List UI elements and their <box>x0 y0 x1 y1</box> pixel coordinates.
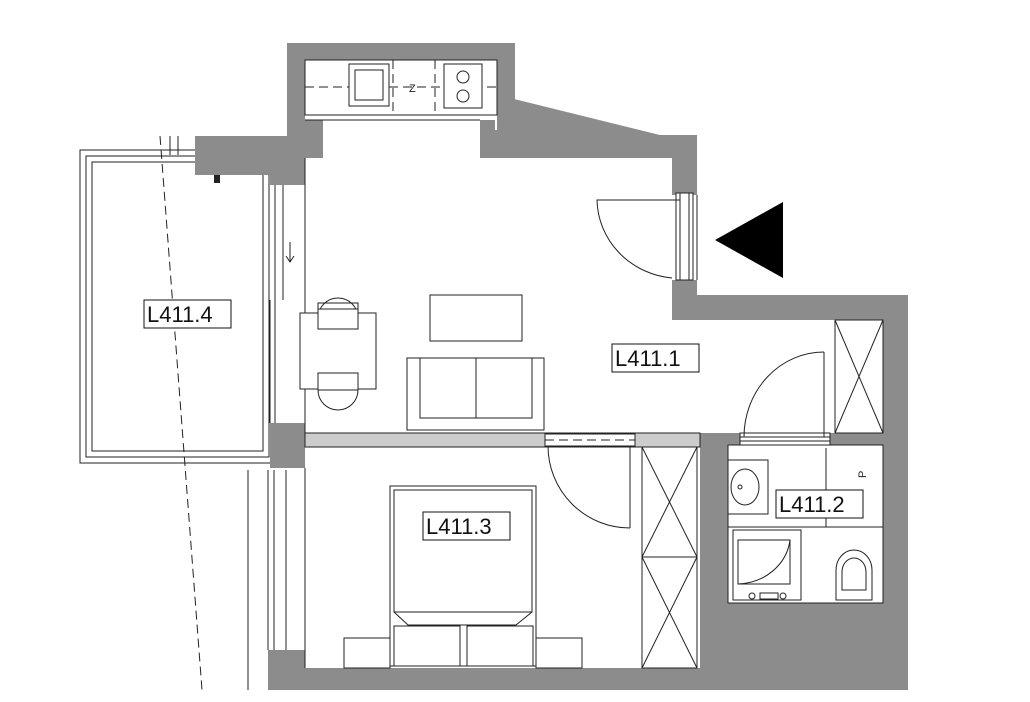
room-label-text: L411.2 <box>779 492 845 517</box>
bathroom-wall <box>700 433 883 690</box>
wardrobe <box>641 446 698 669</box>
bedroom-door[interactable] <box>544 433 636 529</box>
kitchen-counter: Z <box>304 59 498 116</box>
coffee-table <box>429 294 523 342</box>
balcony-slab-edge <box>159 135 203 691</box>
room-label-text: L411.4 <box>147 302 213 327</box>
balcony-door-arrow-icon <box>285 242 295 263</box>
dining-set <box>299 297 377 411</box>
walls <box>195 43 908 690</box>
bath-mark: P <box>857 471 869 478</box>
room-label-text: L411.3 <box>426 514 492 539</box>
nightstand <box>343 637 391 669</box>
entrance-door[interactable] <box>596 192 694 281</box>
partition-wall <box>304 432 701 448</box>
room-label-bedroom: L411.3 <box>422 511 511 541</box>
bathroom-door[interactable] <box>739 351 831 446</box>
room-label-text: L411.1 <box>615 346 681 371</box>
nightstand <box>535 637 583 669</box>
closet-living <box>834 319 884 434</box>
pillow <box>393 625 461 667</box>
sofa <box>406 357 545 431</box>
shower <box>732 529 802 601</box>
toilet <box>835 549 873 601</box>
washbasin <box>727 459 769 515</box>
room-label-balcony: L411.4 <box>143 299 232 329</box>
room-label-living: L411.1 <box>611 343 700 373</box>
entrance-arrow-icon <box>715 202 783 278</box>
pillow <box>466 625 534 667</box>
kitchen-mark: Z <box>409 83 416 95</box>
room-label-bathroom: L411.2 <box>775 489 864 519</box>
balcony <box>79 135 276 691</box>
